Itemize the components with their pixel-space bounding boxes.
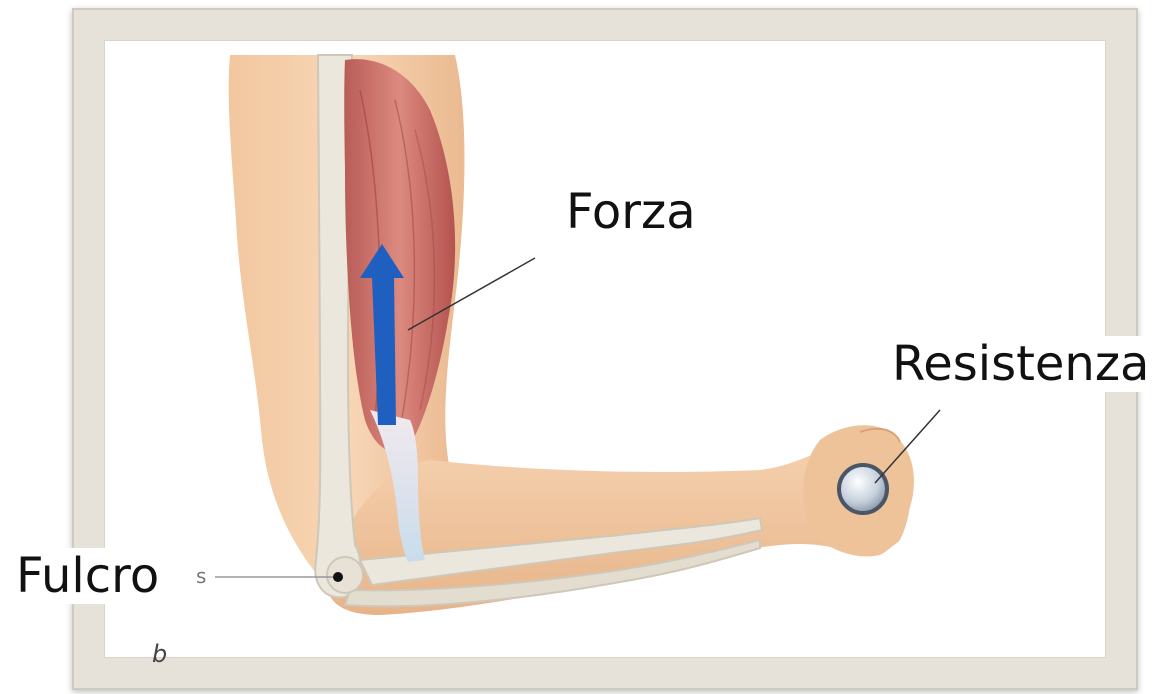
weight-ball-icon xyxy=(839,465,887,513)
original-small-label: s xyxy=(196,564,206,588)
elbow-joint xyxy=(327,557,363,593)
fulcrum-point-icon xyxy=(333,572,343,582)
force-label: Forza xyxy=(566,184,696,240)
fulcrum-label: Fulcro xyxy=(12,548,163,604)
resistance-label: Resistenza xyxy=(888,336,1153,392)
panel-letter: b xyxy=(152,640,167,668)
